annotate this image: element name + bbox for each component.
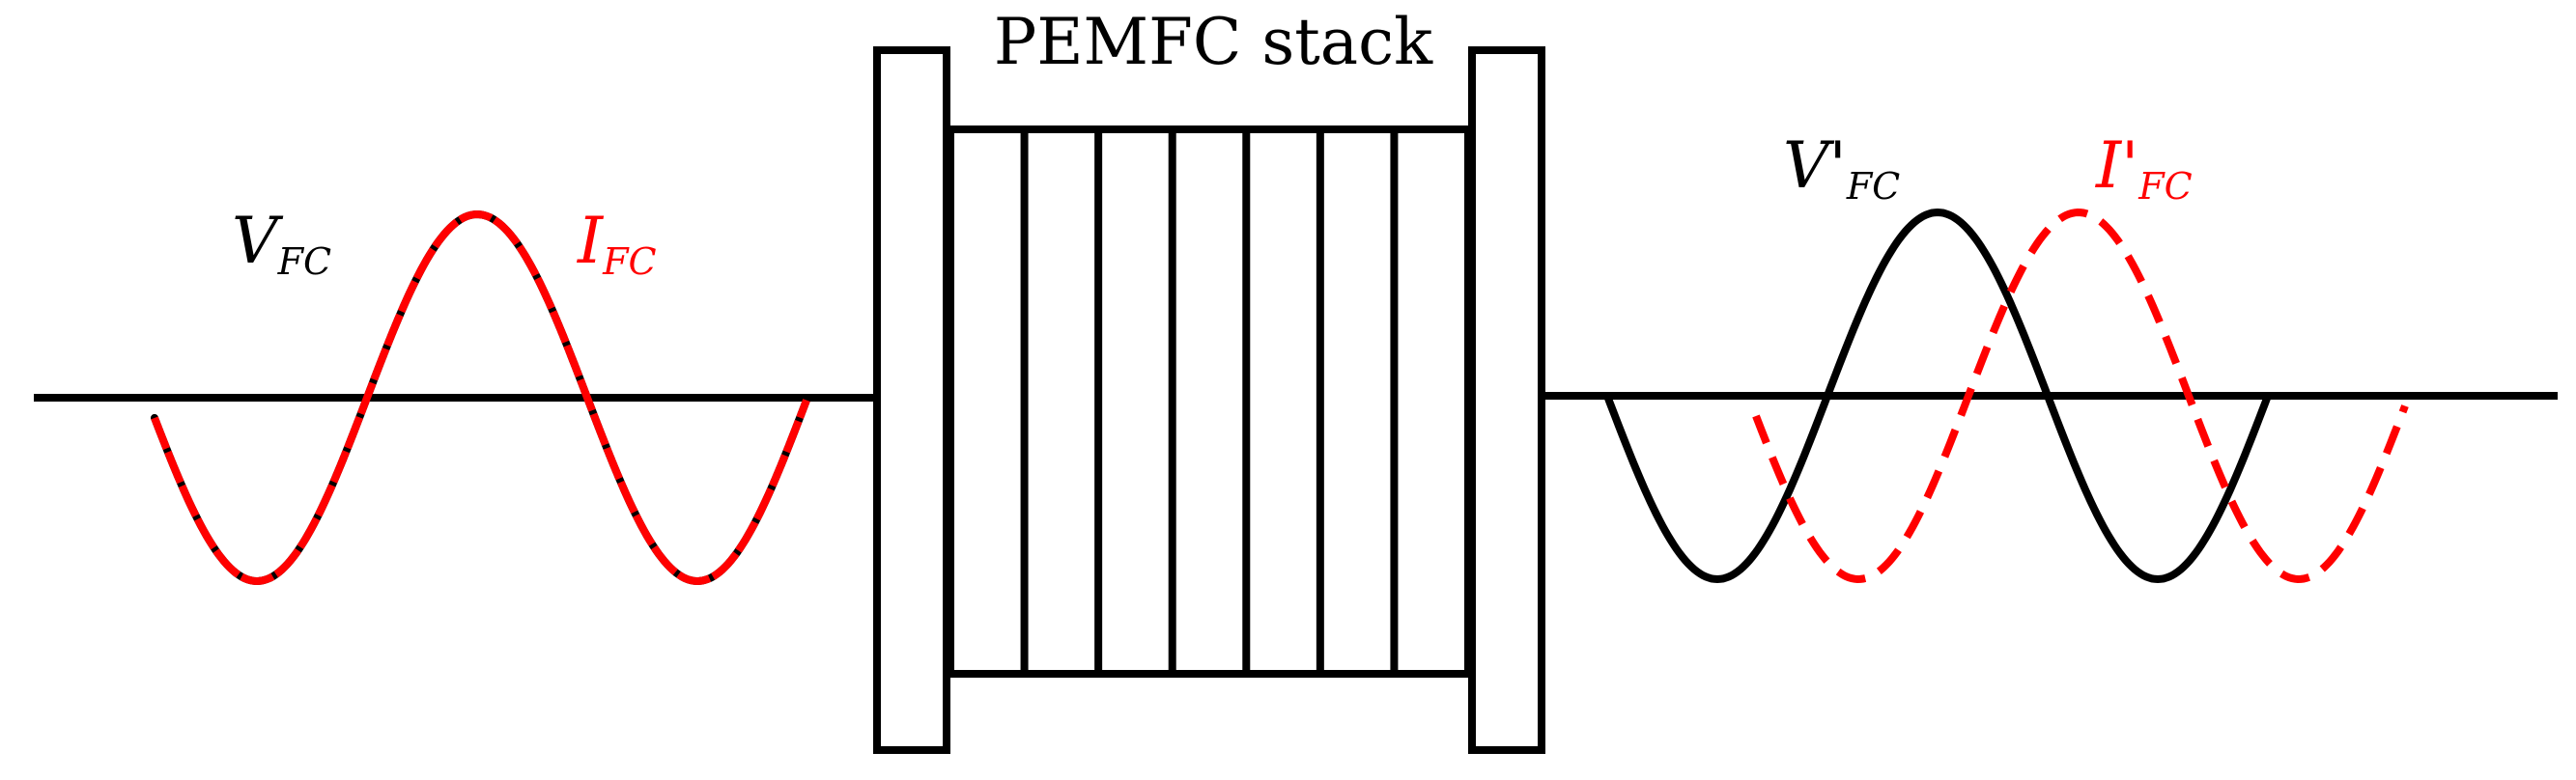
stack-body	[947, 125, 1472, 678]
v-fc-label: VFC	[232, 204, 331, 283]
stack-cell-separators	[1020, 129, 1399, 674]
v-fc-prime-waveform	[1603, 208, 2272, 584]
i-fc-prime-label: I'FC	[2095, 128, 2193, 208]
i-fc-prime-waveform	[1752, 208, 2409, 584]
v-fc-prime-label: V'FC	[1783, 128, 1900, 208]
i-fc-label: IFC	[577, 204, 657, 283]
stack-end-plate-right	[1468, 46, 1545, 754]
i-fc-waveform	[151, 209, 810, 586]
stack-title: PEMFC stack	[994, 5, 1433, 79]
stack-end-plate-left	[873, 46, 950, 754]
